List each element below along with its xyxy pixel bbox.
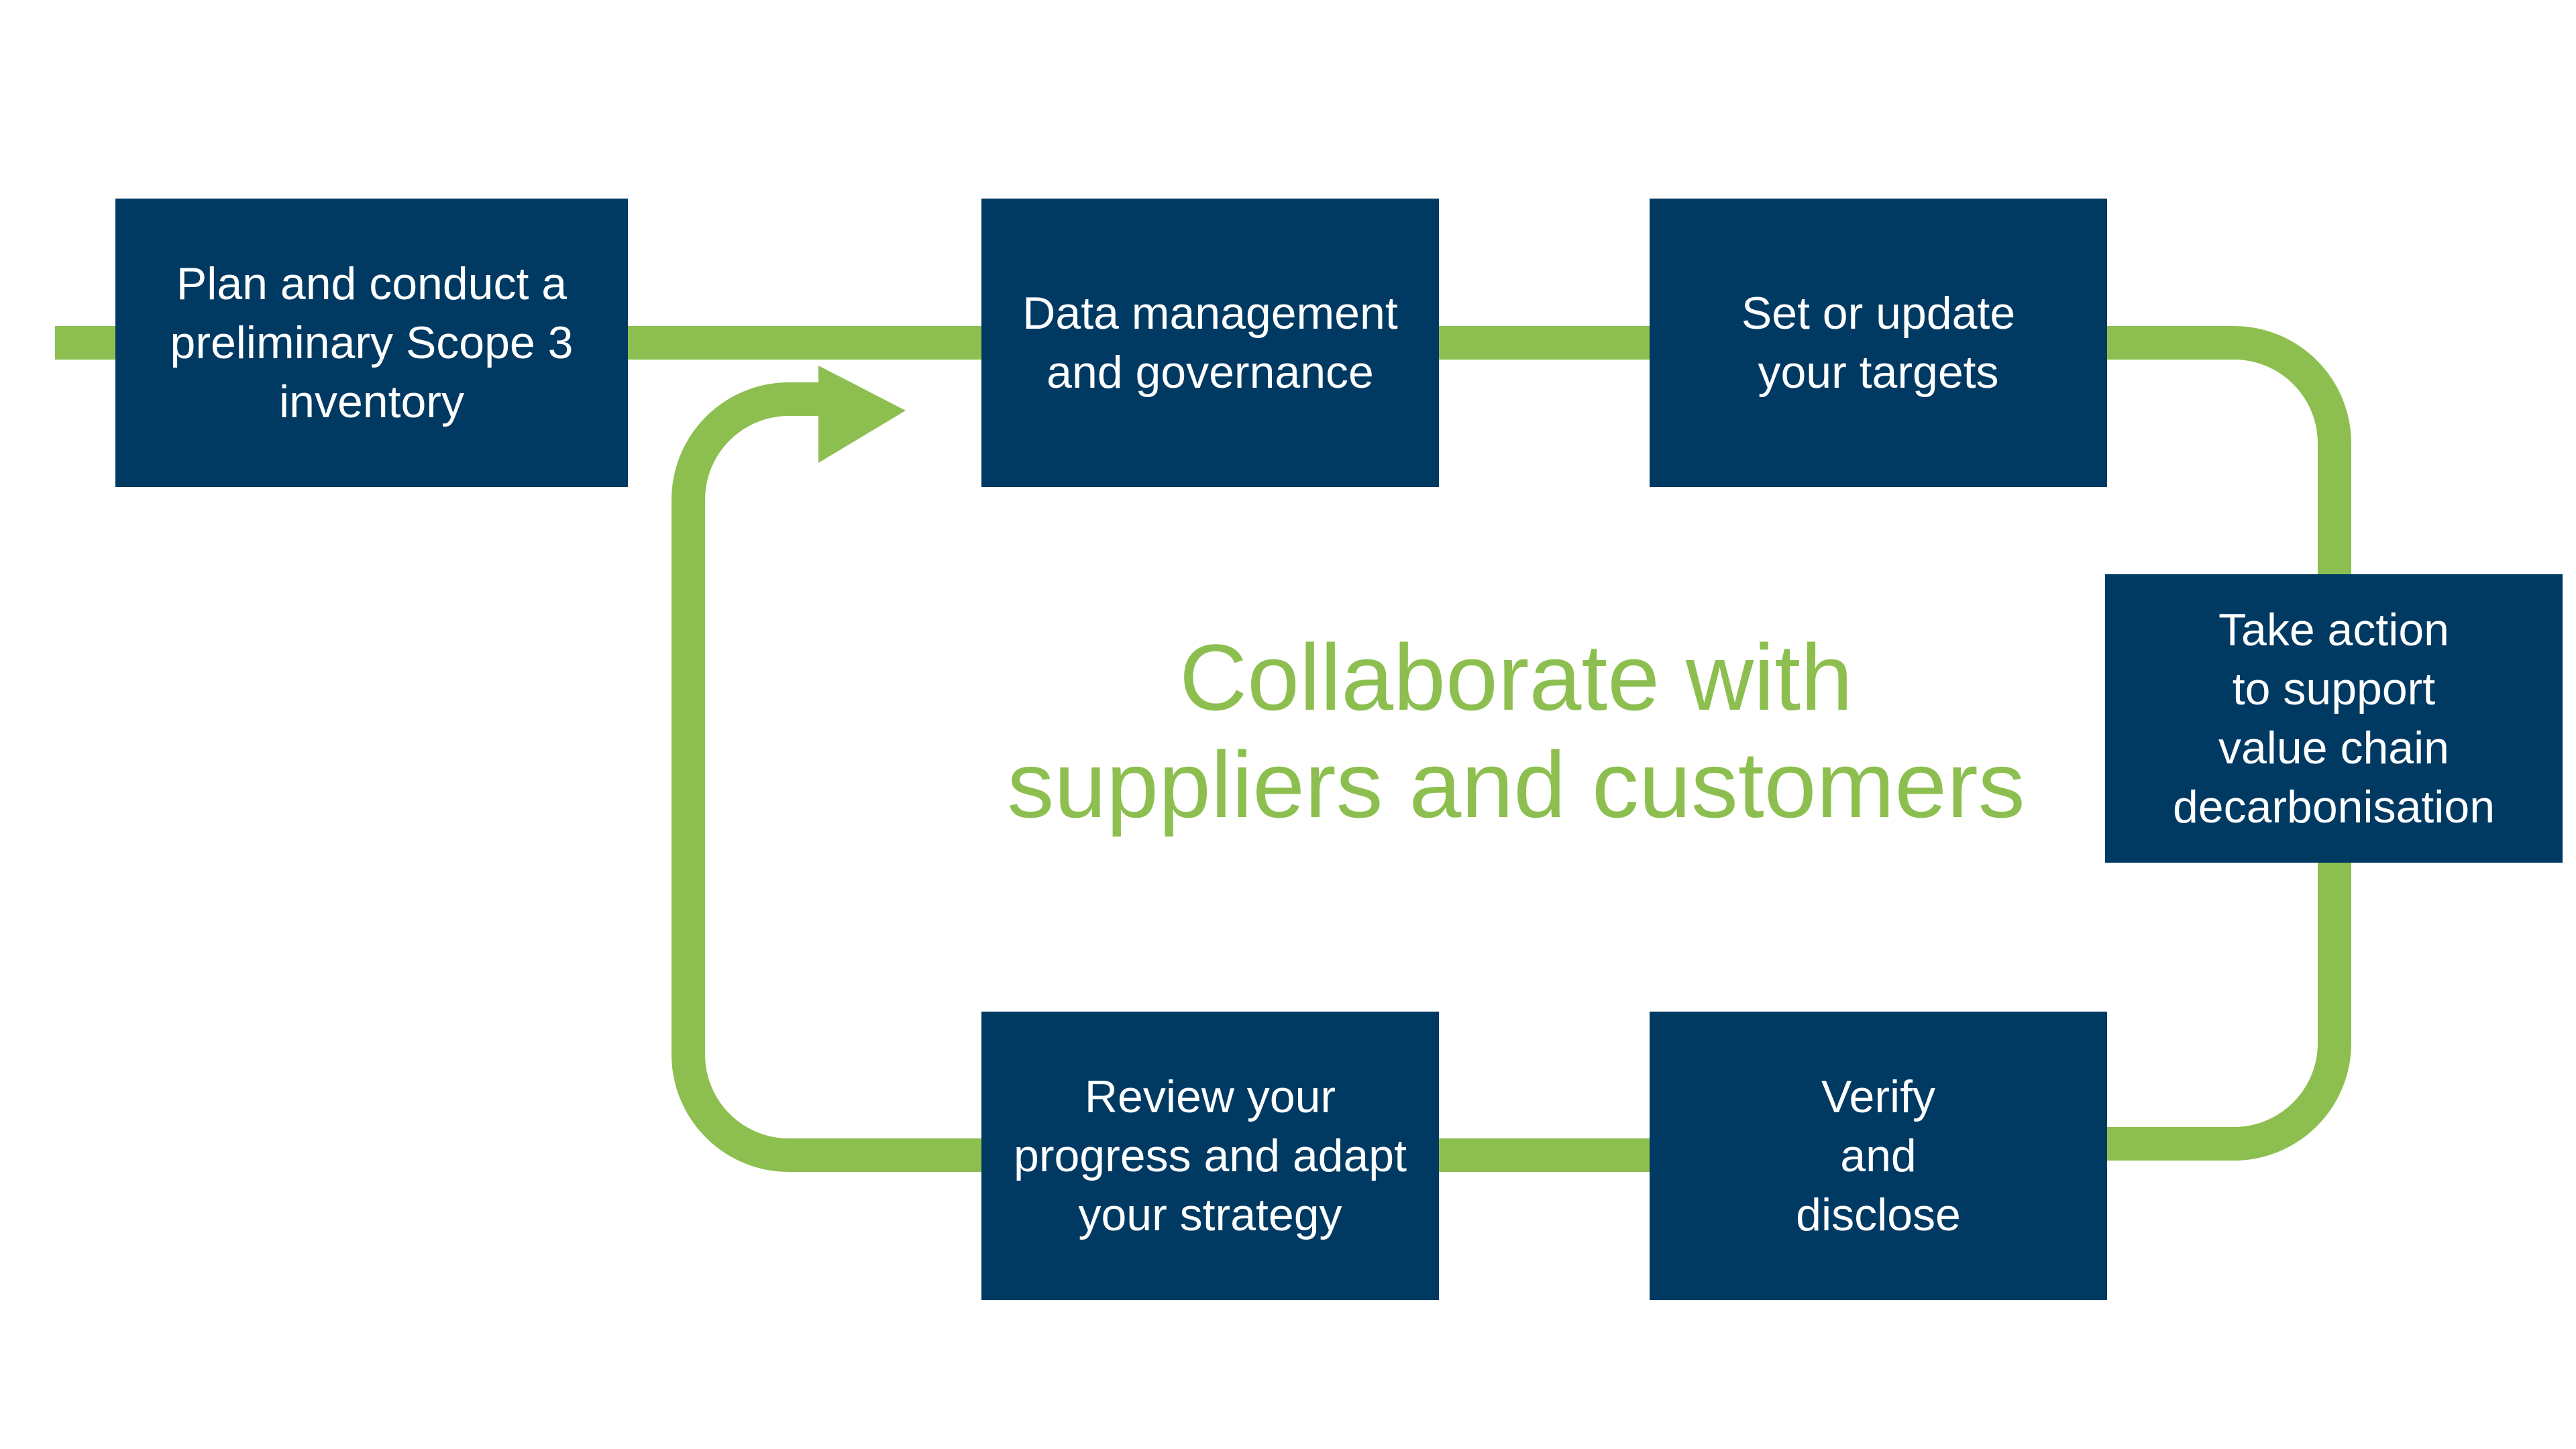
step-line: disclose: [1796, 1189, 1961, 1240]
center-line: suppliers and customers: [1007, 732, 2025, 837]
step-review-progress: Review your progress and adapt your stra…: [981, 1012, 1439, 1300]
step-line: Verify: [1821, 1071, 1936, 1122]
step-set-targets: Set or update your targets: [1650, 199, 2107, 487]
step-line: Set or update: [1741, 288, 2016, 339]
step-data-management: Data management and governance: [981, 199, 1439, 487]
step-line: Plan and conduct a: [176, 258, 568, 309]
step-verify-disclose: Verify and disclose: [1650, 1012, 2107, 1300]
step-line: your strategy: [1078, 1189, 1342, 1240]
step-line: inventory: [279, 376, 464, 427]
step-line: value chain: [2218, 722, 2450, 773]
step-line: Review your: [1084, 1071, 1336, 1122]
step-line: Data management: [1022, 288, 1398, 339]
center-collaborate-label: Collaborate with suppliers and customers: [906, 624, 2127, 839]
step-plan-inventory: Plan and conduct a preliminary Scope 3 i…: [115, 199, 628, 487]
step-line: preliminary Scope 3: [170, 317, 574, 368]
arrow-right-icon: [818, 366, 906, 463]
step-take-action: Take action to support value chain decar…: [2105, 574, 2563, 863]
step-line: and: [1840, 1130, 1917, 1181]
step-line: and governance: [1046, 347, 1374, 398]
step-line: Take action: [2218, 604, 2449, 655]
center-line: Collaborate with: [1179, 625, 1853, 730]
step-line: your targets: [1758, 347, 1999, 398]
step-line: progress and adapt: [1014, 1130, 1407, 1181]
step-line: to support: [2232, 663, 2436, 714]
connector-left-loop: [672, 382, 981, 1172]
step-line: decarbonisation: [2172, 782, 2496, 833]
